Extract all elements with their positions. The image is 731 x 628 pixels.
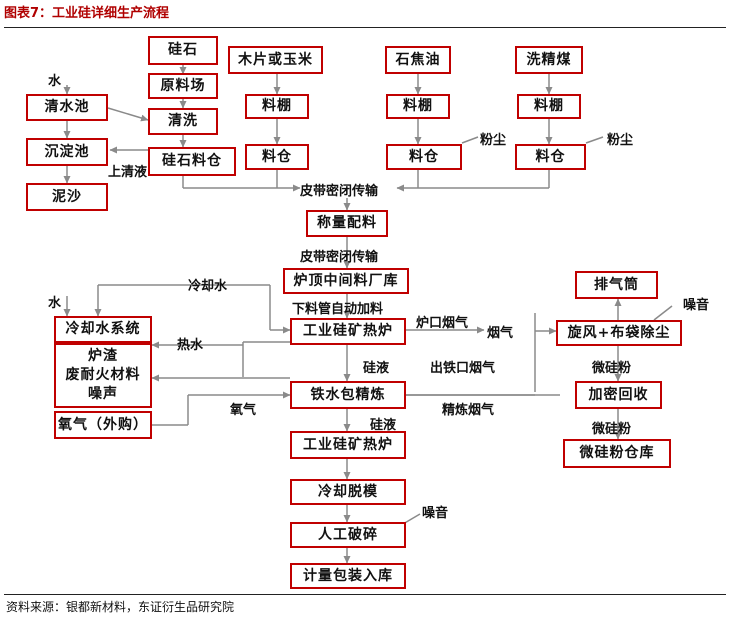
node-recovery: 加密回收: [575, 381, 662, 409]
label-noise-2: 噪音: [422, 506, 449, 521]
label-dust-2: 粉尘: [607, 133, 634, 148]
node-quartz: 硅石: [148, 36, 218, 65]
label-noise-1: 噪音: [683, 298, 710, 313]
label-dust-1: 粉尘: [480, 133, 507, 148]
node-demold: 冷却脱模: [290, 479, 406, 505]
figure-title: 图表7：工业硅详细生产流程: [4, 6, 170, 21]
label-cooling-water: 冷却水: [188, 279, 228, 294]
node-raw-yard: 原料场: [148, 73, 218, 99]
node-dust-removal: 旋风+布袋除尘: [556, 320, 682, 346]
node-wood-shed: 料棚: [245, 94, 309, 119]
node-coal: 洗精煤: [515, 46, 583, 74]
node-coal-bin: 料仓: [515, 144, 586, 170]
top-rule: [4, 27, 726, 28]
node-wood-bin: 料仓: [245, 144, 309, 170]
label-oxygen: 氧气: [230, 403, 257, 418]
node-stack: 排气筒: [575, 271, 658, 299]
label-micro-powder-1: 微硅粉: [592, 361, 632, 376]
node-furnace-top-storage: 炉顶中间料厂库: [283, 268, 409, 294]
node-coke: 石焦油: [385, 46, 451, 74]
node-furnace-2: 工业硅矿热炉: [290, 431, 406, 459]
node-waste: 炉渣 废耐火材料 噪声: [54, 343, 152, 408]
label-conveyor-1: 皮带密闭传输: [300, 184, 379, 199]
node-wood: 木片或玉米: [228, 46, 323, 74]
node-refine: 铁水包精炼: [290, 381, 406, 409]
label-hot-water: 热水: [177, 338, 204, 353]
source-note: 资料来源：银都新材料，东证衍生品研究院: [6, 600, 235, 614]
node-clear-pool: 清水池: [26, 94, 108, 121]
bottom-rule: [4, 594, 726, 595]
label-feed-pipe: 下料管自动加料: [292, 302, 384, 317]
node-coke-shed: 料棚: [386, 94, 450, 119]
label-conveyor-2: 皮带密闭传输: [300, 250, 379, 265]
node-weigh: 称量配料: [306, 210, 388, 237]
node-powder-store: 微硅粉仓库: [563, 439, 671, 468]
node-oxygen: 氧气（外购）: [54, 411, 152, 439]
label-silicon-liquid-1: 硅液: [363, 361, 390, 376]
node-furnace-1: 工业硅矿热炉: [290, 318, 406, 345]
node-sludge: 泥沙: [26, 183, 108, 211]
label-furnace-fume: 炉口烟气: [416, 316, 469, 331]
label-silicon-liquid-2: 硅液: [370, 418, 397, 433]
label-water-2: 水: [48, 296, 62, 311]
label-water-1: 水: [48, 74, 62, 89]
node-package: 计量包装入库: [290, 563, 406, 589]
node-coke-bin: 料仓: [386, 144, 462, 170]
label-tap-fume: 出铁口烟气: [430, 361, 496, 376]
label-micro-powder-2: 微硅粉: [592, 422, 632, 437]
node-wash: 清洗: [148, 108, 218, 135]
node-crush: 人工破碎: [290, 522, 406, 548]
node-quartz-bin: 硅石料仓: [148, 147, 236, 176]
node-coal-shed: 料棚: [517, 94, 581, 119]
label-refine-fume: 精炼烟气: [442, 403, 495, 418]
node-cooling-system: 冷却水系统: [54, 316, 152, 343]
label-flue-gas: 烟气: [487, 326, 514, 341]
label-supernatant: 上清液: [108, 165, 148, 180]
node-settle-pool: 沉淀池: [26, 138, 108, 166]
